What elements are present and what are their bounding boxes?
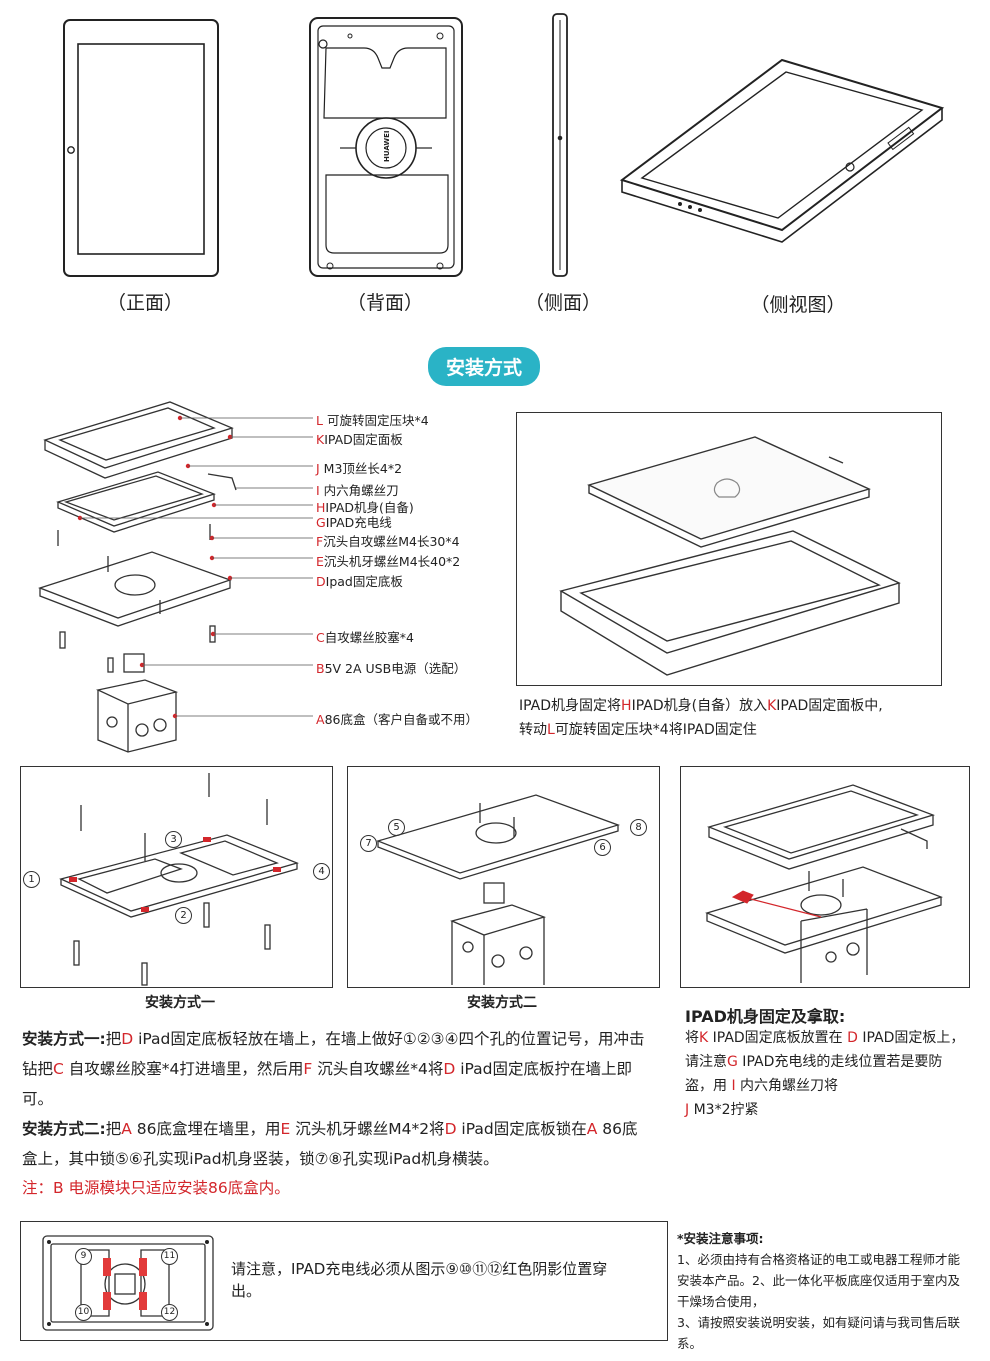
- part-label-B: B5V 2A USB电源（选配）: [316, 661, 467, 676]
- hole-4-number: 4: [313, 863, 330, 880]
- ipad-panel-figure: [516, 412, 942, 686]
- iso-view-drawing: [619, 58, 945, 243]
- hole-7-number: 7: [360, 835, 377, 852]
- cable-drawing: [42, 1235, 214, 1331]
- part-label-D: DIpad固定底板: [316, 574, 403, 589]
- hole-8-number: 8: [630, 819, 647, 836]
- side-view-label: （侧面）: [524, 292, 601, 314]
- method2-drawing: [375, 794, 621, 985]
- method1-text: 安装方式一:把D iPad固定底板轻放在墙上，在墙上做好①②③④四个孔的位置记号…: [22, 1030, 645, 1108]
- part-label-H: HIPAD机身(自备): [316, 500, 414, 515]
- iso-view-label: （侧视图）: [750, 294, 846, 316]
- method2-figure: 5 6 7 8: [347, 766, 660, 988]
- part-label-I: I 内六角螺丝刀: [316, 483, 399, 498]
- back-view-drawing: [309, 17, 463, 277]
- method1-figure: 1 2 3 4: [20, 766, 333, 988]
- retrieve-text: 将K IPAD固定底板放置在 D IPAD固定板上，请注意G IPAD充电线的走…: [685, 1030, 965, 1118]
- part-label-L: L 可旋转固定压块*4: [316, 413, 429, 428]
- cable-hole-10-number: 10: [75, 1304, 92, 1321]
- part-label-K: KIPAD固定面板: [316, 432, 403, 447]
- hole-3-number: 3: [165, 831, 182, 848]
- front-view-drawing: [63, 19, 219, 277]
- precautions-title: *安装注意事项:: [677, 1231, 764, 1246]
- method2-text: 安装方式二:把A 86底盒埋在墙里，用E 沉头机牙螺丝M4*2将D iPad固定…: [22, 1120, 638, 1168]
- exploded-parts-drawing: [38, 401, 313, 753]
- back-view-label: （背面）: [346, 292, 423, 314]
- hole-5-number: 5: [388, 819, 405, 836]
- cable-hole-12-number: 12: [161, 1304, 178, 1321]
- part-label-F: F沉头自攻螺丝M4长30*4: [316, 534, 460, 549]
- part-label-C: C自攻螺丝胶塞*4: [316, 630, 414, 645]
- ipad-panel-drawing: [559, 436, 901, 676]
- front-view-label: （正面）: [106, 292, 183, 314]
- hole-6-number: 6: [594, 839, 611, 856]
- retrieve-title: IPAD机身固定及拿取:: [685, 1007, 846, 1026]
- precautions: *安装注意事项: 1、必须由持有合格资格证的电工或电器工程师才能安装本产品。2、…: [677, 1228, 969, 1354]
- cable-hole-11-number: 11: [161, 1248, 178, 1265]
- part-label-E: E沉头机牙螺丝M4长40*2: [316, 554, 461, 569]
- cable-note: 请注意，IPAD充电线必须从图示⑨⑩⑪⑫红色阴影位置穿出。: [231, 1260, 608, 1300]
- product-views: HUAWEI: [63, 13, 945, 277]
- section-title: 安装方式: [428, 347, 541, 386]
- part-label-A: A86底盒（客户自备或不用）: [316, 712, 478, 727]
- ipad-fix-text: IPAD机身固定将HIPAD机身(自备）放入KIPAD固定面板中, 转动L可旋转…: [519, 698, 883, 738]
- part-label-G: GIPAD充电线: [316, 515, 392, 530]
- hole-2-number: 2: [175, 907, 192, 924]
- brand-logo: HUAWEI: [383, 130, 391, 162]
- cable-figure-box: 9 10 11 12 请注意，IPAD充电线必须从图示⑨⑩⑪⑫红色阴影位置穿出。: [20, 1221, 668, 1341]
- precautions-line-1: 1、必须由持有合格资格证的电工或电器工程师才能安装本产品。2、此一体化平板底座仅…: [677, 1252, 960, 1309]
- power-module-note: 注：B 电源模块只适应安装86底盒内。: [22, 1179, 290, 1197]
- cable-hole-9-number: 9: [75, 1248, 92, 1265]
- method1-caption: 安装方式一: [145, 995, 215, 1011]
- part-label-J: J M3顶丝长4*2: [316, 461, 403, 476]
- method2-caption: 安装方式二: [467, 995, 537, 1011]
- method1-drawing: [59, 773, 299, 986]
- side-view-drawing: [552, 13, 568, 277]
- retrieve-drawing: [705, 784, 943, 983]
- retrieve-figure: [680, 766, 970, 988]
- precautions-line-2: 3、请按照安装说明安装，如有疑问请与我司售后联系。: [677, 1315, 960, 1351]
- hole-1-number: 1: [23, 871, 40, 888]
